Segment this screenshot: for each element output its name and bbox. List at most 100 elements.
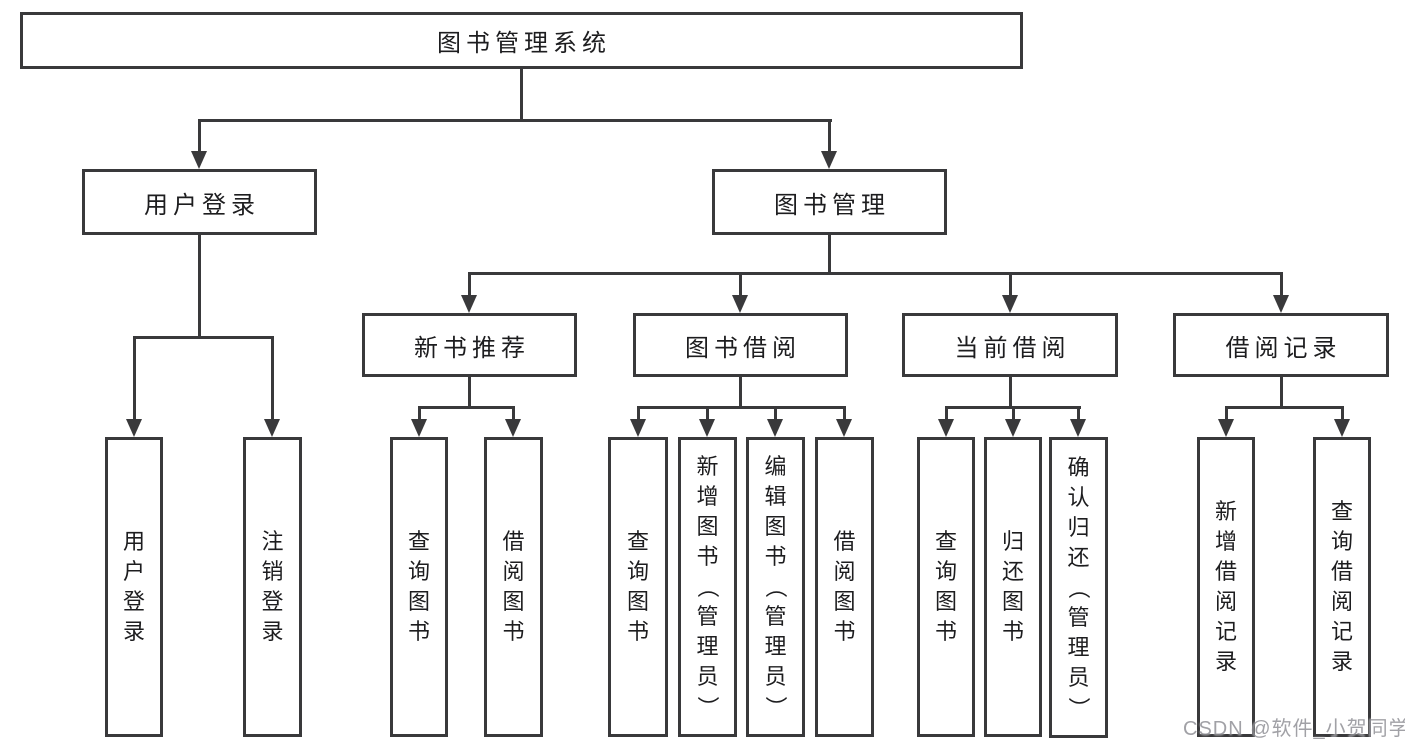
connector-line (1225, 406, 1228, 419)
node-label: 编辑图书（管理员） (763, 452, 788, 722)
node-label: 新书推荐 (414, 334, 530, 362)
vertical-char: 查 (1330, 499, 1353, 524)
arrow-down-icon (191, 151, 207, 169)
vertical-char: 书 (626, 619, 649, 644)
vertical-char: 图 (407, 589, 430, 614)
csdn-watermark: CSDN @软件_小贺同学 (1183, 718, 1405, 740)
vertical-char: （ (695, 575, 721, 599)
vertical-char: 注 (261, 529, 284, 554)
node-label: 图书借阅 (685, 334, 801, 362)
vertical-char: 辑 (764, 484, 787, 509)
leaf-query-books-recommend: 查询图书 (390, 437, 448, 737)
connector-line (739, 377, 742, 406)
vertical-char: 新 (696, 454, 719, 479)
node-label: 查询图书 (627, 527, 649, 647)
vertical-char: 阅 (1330, 589, 1353, 614)
leaf-logout: 注销登录 (243, 437, 302, 737)
vertical-char: 还 (1067, 544, 1090, 570)
leaf-query-books-borrow: 查询图书 (608, 437, 668, 737)
vertical-char: 询 (626, 559, 649, 584)
connector-line (520, 69, 523, 119)
vertical-char: 书 (764, 544, 787, 569)
leaf-borrow-books: 借阅图书 (815, 437, 874, 737)
vertical-char: 询 (934, 559, 957, 584)
vertical-char: 销 (261, 559, 284, 584)
vertical-char: 阅 (502, 559, 525, 584)
connector-line (418, 406, 515, 409)
node-current-borrowing: 当前借阅 (902, 313, 1118, 377)
connector-line (1012, 406, 1015, 419)
vertical-char: 确 (1067, 454, 1090, 480)
node-library-management-system: 图书管理系统 (20, 12, 1023, 69)
connector-line (271, 336, 274, 419)
node-new-book-recommend: 新书推荐 (362, 313, 577, 377)
connector-line (945, 406, 948, 419)
arrow-down-icon (1218, 419, 1234, 437)
vertical-char: 理 (764, 634, 787, 659)
arrow-down-icon (1070, 419, 1086, 437)
connector-line (468, 377, 471, 406)
arrow-down-icon (699, 419, 715, 437)
vertical-char: 图 (833, 589, 856, 614)
vertical-char: 员 (764, 664, 787, 689)
vertical-char: 理 (696, 634, 719, 659)
vertical-char: 书 (833, 619, 856, 644)
vertical-char: 记 (1214, 619, 1237, 644)
vertical-char: 图 (696, 514, 719, 539)
vertical-char: 录 (261, 619, 284, 644)
node-label: 借阅图书 (502, 527, 524, 647)
vertical-char: ） (695, 695, 721, 719)
arrow-down-icon (461, 295, 477, 313)
vertical-char: 增 (1214, 529, 1237, 554)
vertical-char: 书 (1001, 619, 1024, 644)
connector-line (828, 235, 831, 272)
node-label: 查询图书 (935, 527, 957, 647)
vertical-char: （ (763, 575, 789, 599)
node-label: 图书管理 (774, 191, 890, 219)
vertical-char: 用 (122, 529, 145, 554)
vertical-char: 理 (1067, 634, 1090, 660)
vertical-char: 录 (1330, 649, 1353, 674)
arrow-down-icon (264, 419, 280, 437)
vertical-char: 归 (1067, 514, 1090, 540)
leaf-borrow-books-recommend: 借阅图书 (484, 437, 543, 737)
connector-line (418, 406, 421, 419)
vertical-char: 阅 (833, 559, 856, 584)
connector-line (1280, 377, 1283, 406)
node-label: 当前借阅 (954, 334, 1071, 362)
vertical-char: 还 (1001, 559, 1024, 584)
vertical-char: 管 (764, 604, 787, 629)
vertical-char: 录 (1214, 649, 1237, 674)
vertical-char: 借 (833, 529, 856, 554)
arrow-down-icon (767, 419, 783, 437)
vertical-char: 员 (1067, 664, 1090, 690)
vertical-char: 归 (1001, 529, 1024, 554)
node-label: 查询图书 (408, 527, 430, 647)
arrow-down-icon (1005, 419, 1021, 437)
vertical-char: 管 (1067, 604, 1090, 630)
leaf-query-borrow-record: 查询借阅记录 (1313, 437, 1371, 737)
leaf-add-books-admin: 新增图书（管理员） (678, 437, 737, 737)
vertical-char: 图 (502, 589, 525, 614)
leaf-add-borrow-record: 新增借阅记录 (1197, 437, 1255, 737)
connector-line (198, 119, 201, 151)
arrow-down-icon (411, 419, 427, 437)
connector-line (468, 272, 471, 295)
vertical-char: 员 (696, 664, 719, 689)
node-label: 借阅记录 (1225, 334, 1342, 362)
vertical-char: 借 (1330, 559, 1353, 584)
connector-line (637, 406, 846, 409)
node-label: 新增借阅记录 (1215, 497, 1237, 677)
vertical-char: 查 (934, 529, 957, 554)
leaf-user-login: 用户登录 (105, 437, 163, 737)
connector-line (198, 235, 201, 336)
vertical-char: 书 (502, 619, 525, 644)
vertical-char: 询 (1330, 529, 1353, 554)
vertical-char: （ (1066, 576, 1092, 599)
vertical-char: 询 (407, 559, 430, 584)
node-label: 用户登录 (144, 191, 260, 219)
node-borrowing-records: 借阅记录 (1173, 313, 1389, 377)
connector-line (706, 406, 709, 419)
connector-line (198, 119, 832, 122)
vertical-char: 管 (696, 604, 719, 629)
